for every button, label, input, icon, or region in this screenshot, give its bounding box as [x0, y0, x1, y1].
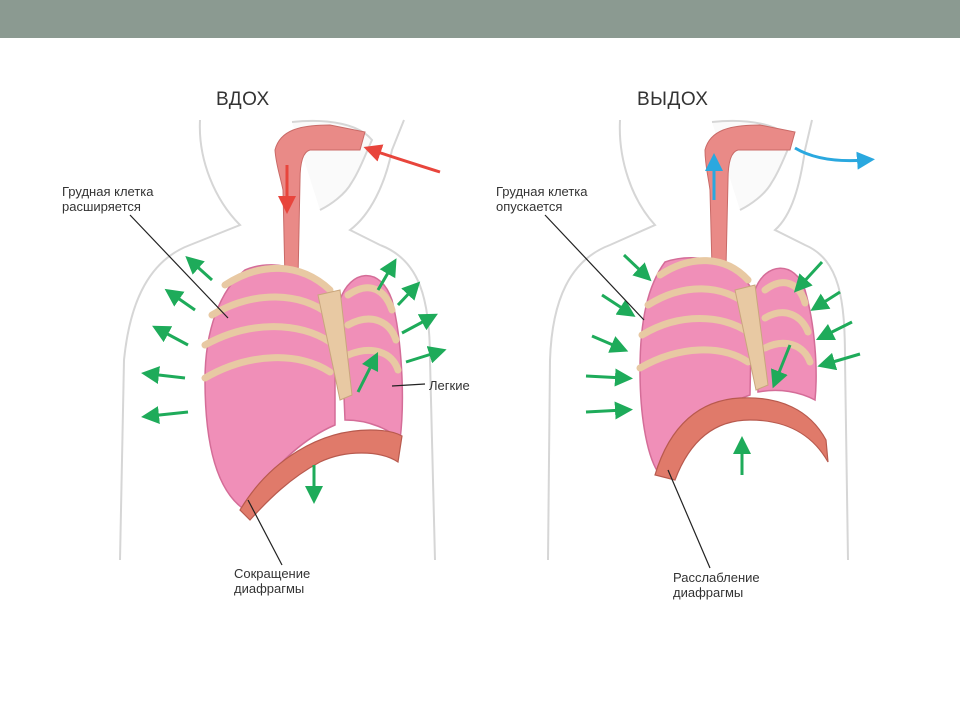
exhale-body-outline — [547, 119, 849, 561]
inhale-sternum — [317, 289, 353, 401]
exhale-diaphragm-leader — [667, 469, 711, 569]
inhale-chest-label-line1: Грудная клетка — [62, 184, 154, 199]
exhale-chest-label: Грудная клетка опускается — [496, 184, 587, 214]
inhale-chest-label: Грудная клетка расширяется — [62, 184, 153, 214]
exhale-sternum — [734, 284, 769, 391]
exhale-diaphragm — [654, 397, 829, 481]
exhale-trachea — [704, 124, 796, 269]
inhale-lungs-label: Легкие — [429, 378, 470, 393]
inhale-title: ВДОХ — [216, 89, 270, 110]
inhale-diaphragm-label: Сокращение диафрагмы — [234, 566, 310, 596]
inhale-diaphragm — [239, 429, 403, 521]
exhale-chest-label-line1: Грудная клетка — [496, 184, 588, 199]
inhale-diaphragm-leader — [247, 499, 283, 566]
inhale-trachea — [274, 124, 366, 281]
inhale-air-arrow — [363, 144, 441, 174]
exhale-chest-leader — [544, 214, 645, 321]
exhale-contraction-arrows — [585, 253, 861, 475]
exhale-diaphragm-label: Расслабление диафрагмы — [673, 570, 760, 600]
inhale-expansion-arrows — [141, 255, 447, 504]
inhale-chest-label-line2: расширяется — [62, 199, 141, 214]
exhale-diaphragm-label-line1: Расслабление — [673, 570, 760, 585]
inhale-lungs-leader — [391, 383, 426, 387]
inhale-figure — [119, 119, 447, 566]
exhale-chest-label-line2: опускается — [496, 199, 563, 214]
inhale-diaphragm-label-line1: Сокращение — [234, 566, 311, 581]
exhale-title: ВЫДОХ — [637, 89, 709, 110]
exhale-figure — [544, 119, 875, 569]
inhale-chest-leader — [129, 214, 229, 319]
inhale-ribcage — [201, 264, 402, 382]
exhale-air-arrow — [794, 146, 875, 170]
inhale-diaphragm-label-line2: диафрагмы — [234, 581, 305, 596]
exhale-diaphragm-label-line2: диафрагмы — [673, 585, 744, 600]
header-bar — [0, 0, 960, 38]
